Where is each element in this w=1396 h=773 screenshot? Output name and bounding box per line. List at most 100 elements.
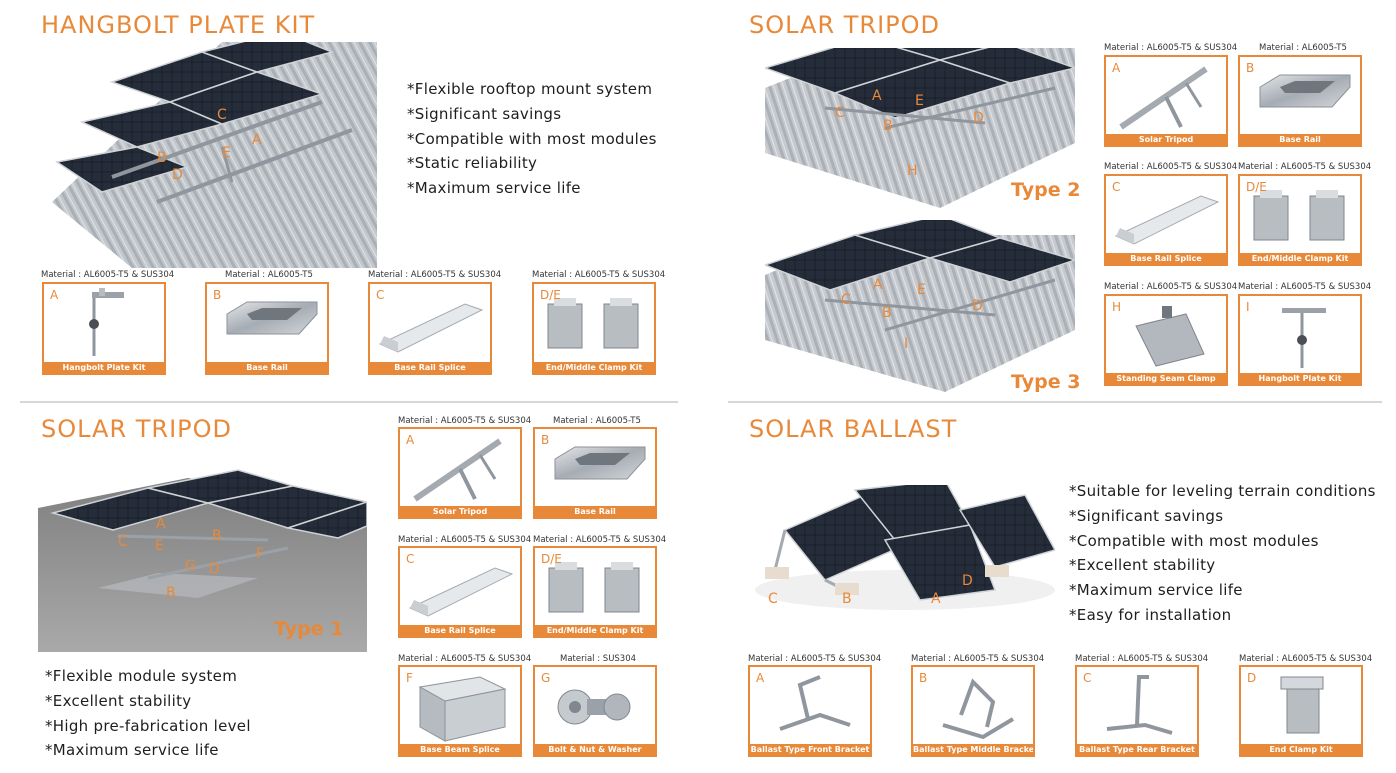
material-label: Material : AL6005-T5 & SUS304 [1075,654,1209,664]
tripod-type3-photo: A E C B D I [765,220,1075,392]
part-caption: Ballast Type Middle Bracket [913,744,1035,755]
feature-item: *Significant savings [407,104,562,123]
front-bracket-icon [779,675,851,731]
hangbolt-icon [1282,308,1326,368]
part-card-middle-bracket: B Ballast Type Middle Bracket [911,665,1035,757]
feature-item: *Excellent stability [1069,556,1216,575]
seam-clamp-icon [1135,306,1205,367]
marker-c: C [118,534,128,550]
part-caption: Base Beam Splice [400,744,520,755]
clamp-icon [548,562,640,613]
material-label: Material : AL6005-T5 & SUS304 [1104,162,1238,172]
marker-a: A [252,132,262,148]
part-caption: Base Rail Splice [400,625,520,636]
marker-d: D [962,573,973,589]
rear-bracket-icon [1106,675,1173,735]
material-label: Material : AL6005-T5 & SUS304 [911,654,1045,664]
part-card-clamp: D/E End/Middle Clamp Kit [1238,174,1362,266]
part-letter: G [541,671,551,685]
part-caption: Base Rail Splice [370,362,490,373]
part-letter: B [919,671,928,685]
part-letter: C [376,288,385,302]
feature-item: *Static reliability [407,154,538,173]
base-rail-icon [226,301,318,335]
part-caption: Solar Tripod [400,506,520,517]
feature-item: *Maximum service life [1069,581,1243,600]
material-label: Material : AL6005-T5 & SUS304 [41,270,175,280]
marker-f: F [256,546,265,562]
marker-c: C [217,107,227,123]
material-label: Material : AL6005-T5 & SUS304 [1239,654,1373,664]
material-label: Material : AL6005-T5 & SUS304 [533,535,667,545]
marker-d: D [972,298,983,314]
hangbolt-photo: C A B E D [52,42,377,268]
part-card-beam-splice: F Base Beam Splice [398,665,522,757]
marker-a: A [872,88,882,104]
splice-icon [378,303,484,353]
marker-i: I [904,336,909,352]
part-caption: Bolt & Nut & Washer [535,744,655,755]
ballast-title: SOLAR BALLAST [749,415,958,443]
section-divider [728,401,1382,403]
part-letter: I [1246,300,1250,314]
marker-a: A [931,591,941,607]
feature-item: *Flexible rooftop mount system [407,80,653,98]
clamp-icon [547,298,639,349]
beam-splice-icon [418,676,507,742]
marker-h: H [907,163,918,179]
marker-d: D [172,167,183,183]
part-caption: Base Rail Splice [1106,253,1226,264]
tripod-top-title: SOLAR TRIPOD [749,11,941,39]
part-letter: C [406,552,415,566]
marker-c: C [841,292,851,308]
marker-b: B [212,528,222,544]
tripod-type1-photo: A C E B F G D B [38,468,367,652]
part-caption: Standing Seam Clamp [1106,373,1226,384]
part-card-splice: C Base Rail Splice [368,282,492,375]
part-letter: A [406,433,415,447]
material-label: Material : AL6005-T5 [553,416,641,426]
part-letter: B [1246,61,1255,75]
marker-c: C [768,591,778,607]
clamp-icon [1253,190,1345,241]
material-label: Material : AL6005-T5 & SUS304 [1238,282,1372,292]
part-card-front-bracket: A Ballast Type Front Bracket [748,665,872,757]
part-card-rear-bracket: C Ballast Type Rear Bracket [1075,665,1199,757]
part-card-splice: C Base Rail Splice [1104,174,1228,266]
base-rail-icon [554,446,646,480]
end-clamp-icon [1280,676,1324,734]
ballast-features: *Suitable for leveling terrain condition… [1069,479,1376,628]
tripod-bottom-title: SOLAR TRIPOD [41,415,233,443]
part-letter: B [213,288,222,302]
part-caption: Ballast Type Front Bracket [750,744,870,755]
part-card-hangbolt: I Hangbolt Plate Kit [1238,294,1362,386]
ballast-photo: D C B A [745,485,1055,615]
material-label: Material : AL6005-T5 [1259,43,1347,53]
part-caption: End/Middle Clamp Kit [1240,253,1360,264]
material-label: Material : AL6005-T5 & SUS304 [532,270,666,280]
marker-b: B [157,150,167,166]
part-card-base-rail: B Base Rail [1238,55,1362,147]
base-rail-icon [1259,74,1351,108]
part-caption: End Clamp Kit [1241,744,1361,755]
part-card-bolt: G Bolt & Nut & Washer [533,665,657,757]
marker-e: E [917,282,926,298]
marker-b: B [842,591,852,607]
marker-a: A [873,277,883,293]
section-divider [20,401,678,403]
hangbolt-icon [89,288,124,356]
material-label: Material : AL6005-T5 & SUS304 [748,654,882,664]
material-label: Material : SUS304 [560,654,637,664]
part-letter: D/E [541,552,562,566]
hangbolt-features: *Flexible rooftop mount system *Signific… [407,77,657,201]
part-card-tripod: A Solar Tripod [1104,55,1228,147]
part-caption: Solar Tripod [1106,134,1226,145]
marker-e: E [155,538,164,554]
part-card-base-rail: B Base Rail [533,427,657,519]
marker-e: E [915,93,924,109]
marker-d: D [973,110,984,126]
marker-c: C [835,105,845,121]
tripod-icon [413,438,502,502]
part-card-tripod: A Solar Tripod [398,427,522,519]
part-letter: B [541,433,550,447]
